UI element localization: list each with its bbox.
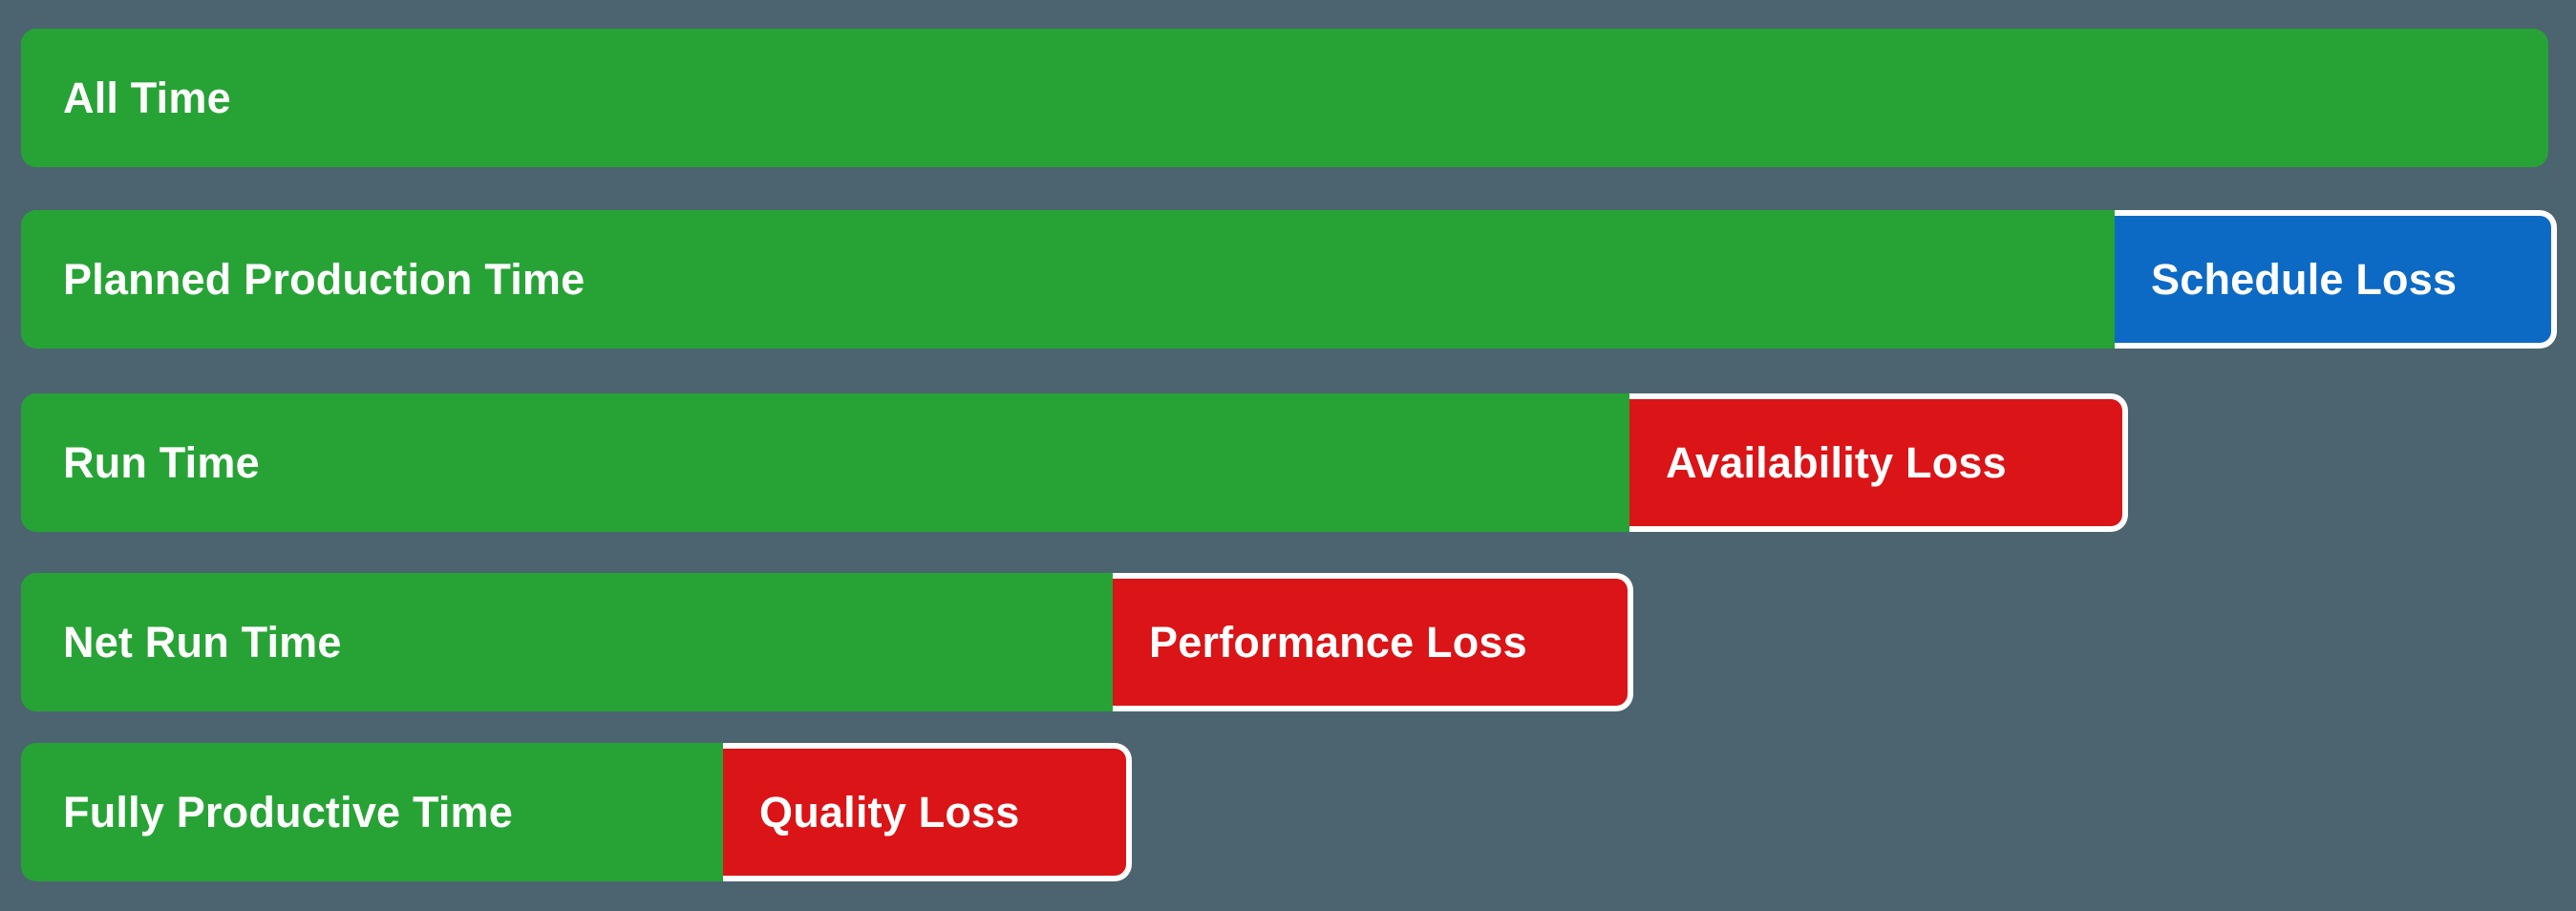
time-bar-label: Fully Productive Time — [63, 788, 513, 837]
loss-box-schedule: Schedule Loss — [2115, 210, 2557, 349]
loss-box-label: Availability Loss — [1666, 438, 2007, 487]
loss-box-label: Performance Loss — [1149, 618, 1527, 667]
time-bar-label: All Time — [63, 74, 231, 122]
time-bar: Fully Productive Time — [21, 743, 728, 881]
time-bar: All Time — [21, 29, 2548, 167]
loss-box-label: Quality Loss — [759, 788, 1020, 837]
loss-box-label: Schedule Loss — [2151, 255, 2458, 304]
time-bar-label: Planned Production Time — [63, 255, 585, 304]
time-bar-label: Net Run Time — [63, 618, 342, 667]
time-bar-label: Run Time — [63, 438, 260, 487]
loss-box-availability: Availability Loss — [1629, 393, 2128, 532]
loss-box-performance: Performance Loss — [1113, 573, 1633, 711]
time-bar: Net Run Time — [21, 573, 1118, 711]
time-bar: Run Time — [21, 393, 1635, 532]
loss-box-quality: Quality Loss — [723, 743, 1132, 881]
time-bar: Planned Production Time — [21, 210, 2115, 349]
